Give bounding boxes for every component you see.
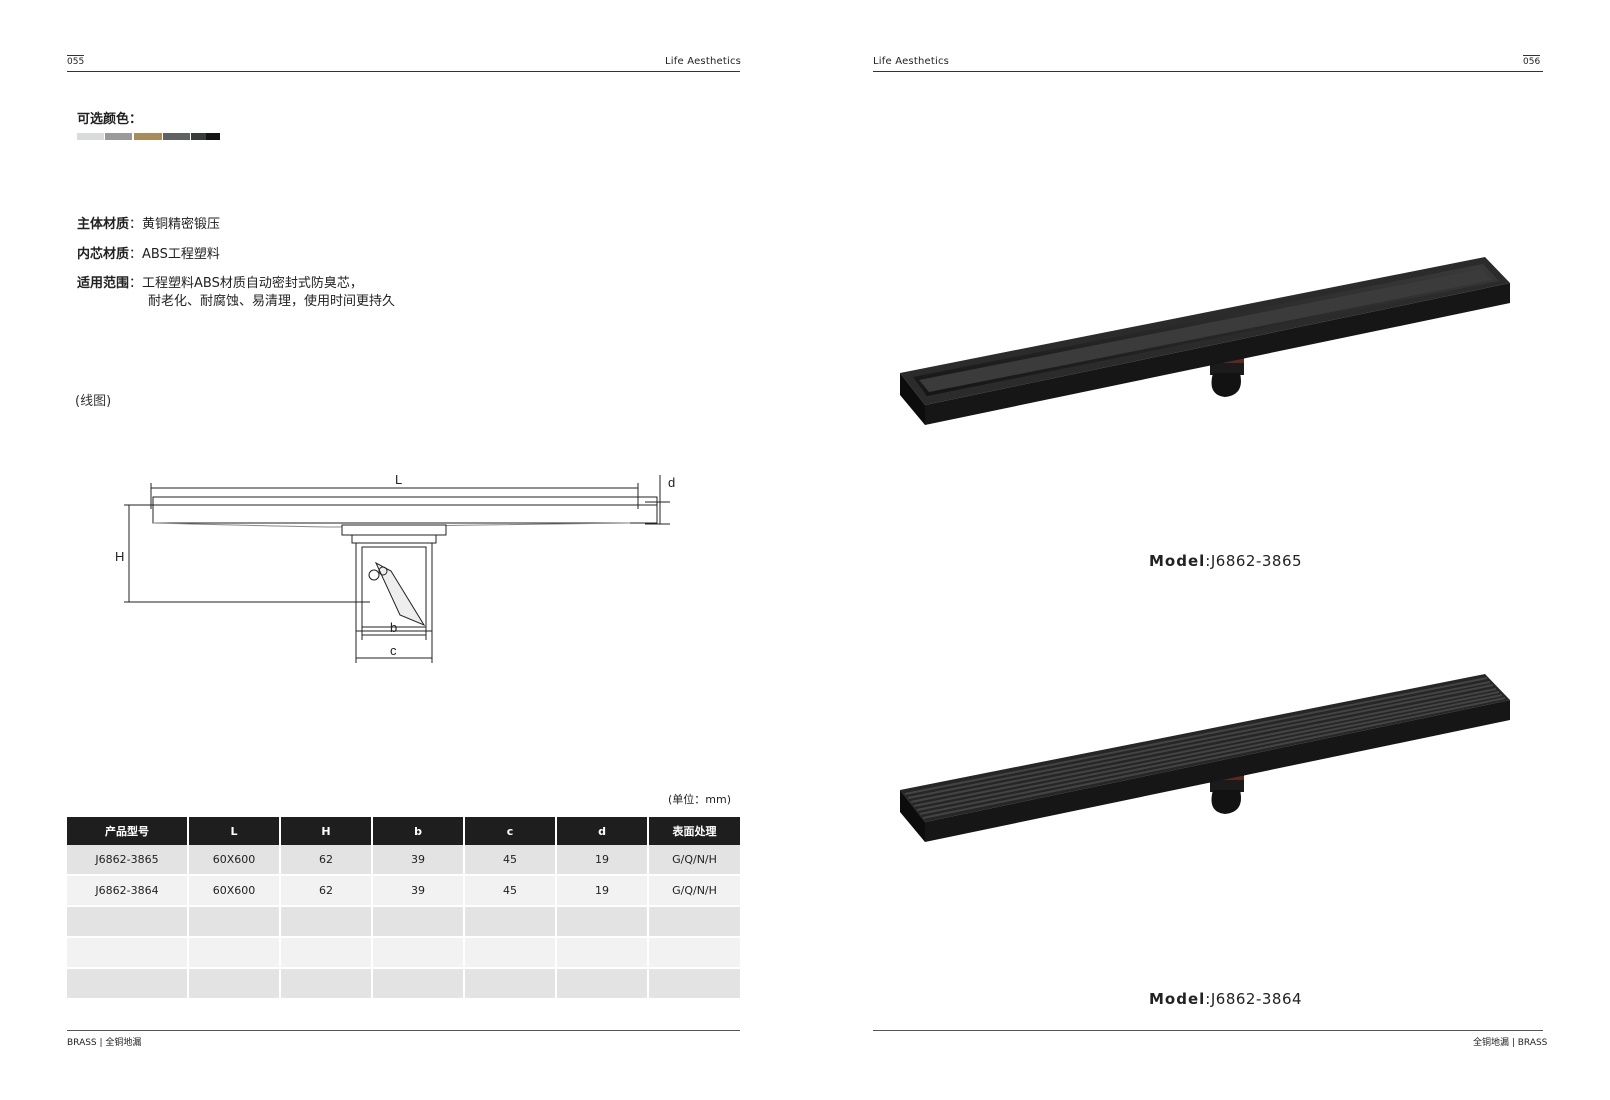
scope-value-line2: 耐老化、耐腐蚀、易清理，使用时间更持久 <box>148 294 396 309</box>
header-title-left: Life Aesthetics <box>665 56 742 67</box>
table-cell <box>648 937 740 969</box>
dim-d-label: d <box>668 475 675 490</box>
colors-label: 可选颜色： <box>77 112 143 127</box>
core-material-value: ：ABS工程塑料 <box>129 247 220 262</box>
table-cell <box>280 937 373 969</box>
dim-b-label: b <box>390 620 397 635</box>
dim-H-label: H <box>115 549 124 564</box>
col-header-b: b <box>372 817 465 845</box>
scope-label: 适用范围 <box>77 276 130 291</box>
table-cell <box>464 968 557 1000</box>
model-value-1: :J6862-3865 <box>1205 552 1303 570</box>
table-cell: J6862-3865 <box>67 845 189 876</box>
technical-drawing: L d H b c <box>115 475 675 663</box>
scope-value-line1: ：工程塑料ABS材质自动密封式防臭芯， <box>129 276 363 291</box>
table-cell: 39 <box>372 845 465 876</box>
main-material-label: 主体材质 <box>77 217 130 232</box>
table-cell: 62 <box>280 845 373 876</box>
product-image-slotted-drain <box>900 674 1510 842</box>
dim-c-label: c <box>390 643 397 658</box>
line-drawing-label: (线图) <box>75 394 112 409</box>
swatch-black <box>206 133 220 140</box>
table-cell <box>464 906 557 938</box>
table-cell <box>556 906 649 938</box>
spec-table: 产品型号 L H b c d 表面处理 J6862-3865 60X600 62… <box>67 817 740 1000</box>
table-cell <box>188 906 281 938</box>
table-cell: 19 <box>556 875 649 907</box>
core-material-label: 内芯材质 <box>77 247 130 262</box>
table-cell <box>648 968 740 1000</box>
table-cell: 60X600 <box>188 875 281 907</box>
model-caption-2: Model:J6862-3864 <box>1149 990 1302 1008</box>
spec-scope: 适用范围：工程塑料ABS材质自动密封式防臭芯， <box>77 275 363 293</box>
table-cell <box>188 968 281 1000</box>
header-rule-left <box>67 71 740 72</box>
swatch-gold <box>134 133 162 140</box>
table-cell: 39 <box>372 875 465 907</box>
table-cell <box>372 968 465 1000</box>
table-row: J6862-3864 60X600 62 39 45 19 G/Q/N/H <box>67 875 740 907</box>
col-header-d: d <box>556 817 649 845</box>
model-label-1: Model <box>1149 552 1206 570</box>
unit-note: (单位：mm) <box>668 793 732 806</box>
footer-left: BRASS | 全铜地漏 <box>67 1038 142 1048</box>
col-header-finish: 表面处理 <box>648 817 740 845</box>
header-title-right: Life Aesthetics <box>873 56 950 67</box>
table-row <box>67 906 740 938</box>
page-number-right: 056 <box>1523 55 1541 67</box>
table-cell <box>67 906 189 938</box>
table-cell <box>67 937 189 969</box>
spec-core-material: 内芯材质：ABS工程塑料 <box>77 246 220 264</box>
col-header-L: L <box>188 817 281 845</box>
model-label-2: Model <box>1149 990 1206 1008</box>
col-header-model: 产品型号 <box>67 817 189 845</box>
swatch-dark-gray <box>191 133 206 140</box>
swatch-gray <box>105 133 132 140</box>
table-cell: J6862-3864 <box>67 875 189 907</box>
table-cell: 19 <box>556 845 649 876</box>
spec-main-material: 主体材质：黄铜精密锻压 <box>77 216 220 234</box>
model-value-2: :J6862-3864 <box>1205 990 1303 1008</box>
table-cell: G/Q/N/H <box>648 845 740 876</box>
table-cell <box>280 968 373 1000</box>
table-cell <box>556 968 649 1000</box>
table-header-row: 产品型号 L H b c d 表面处理 <box>67 817 740 845</box>
table-cell: 60X600 <box>188 845 281 876</box>
table-cell: 45 <box>464 875 557 907</box>
table-cell <box>648 906 740 938</box>
table-cell <box>188 937 281 969</box>
model-caption-1: Model:J6862-3865 <box>1149 552 1302 570</box>
table-cell <box>372 937 465 969</box>
footer-right: 全铜地漏 | BRASS <box>1473 1038 1548 1048</box>
footer-rule-left <box>67 1030 740 1031</box>
table-cell <box>67 968 189 1000</box>
swatch-gunmetal <box>163 133 190 140</box>
header-rule-right <box>873 71 1543 72</box>
table-cell: 62 <box>280 875 373 907</box>
table-cell: 45 <box>464 845 557 876</box>
footer-rule-right <box>873 1030 1543 1031</box>
swatch-silver <box>77 133 104 140</box>
table-row: J6862-3865 60X600 62 39 45 19 G/Q/N/H <box>67 845 740 876</box>
table-cell: G/Q/N/H <box>648 875 740 907</box>
table-row <box>67 937 740 969</box>
table-cell <box>372 906 465 938</box>
col-header-H: H <box>280 817 373 845</box>
main-material-value: ：黄铜精密锻压 <box>129 217 221 232</box>
table-cell <box>280 906 373 938</box>
dim-L-label: L <box>395 475 402 487</box>
col-header-c: c <box>464 817 557 845</box>
table-cell <box>556 937 649 969</box>
table-row <box>67 968 740 1000</box>
table-cell <box>464 937 557 969</box>
page-number-left: 055 <box>67 55 85 67</box>
product-image-solid-drain <box>900 257 1510 425</box>
